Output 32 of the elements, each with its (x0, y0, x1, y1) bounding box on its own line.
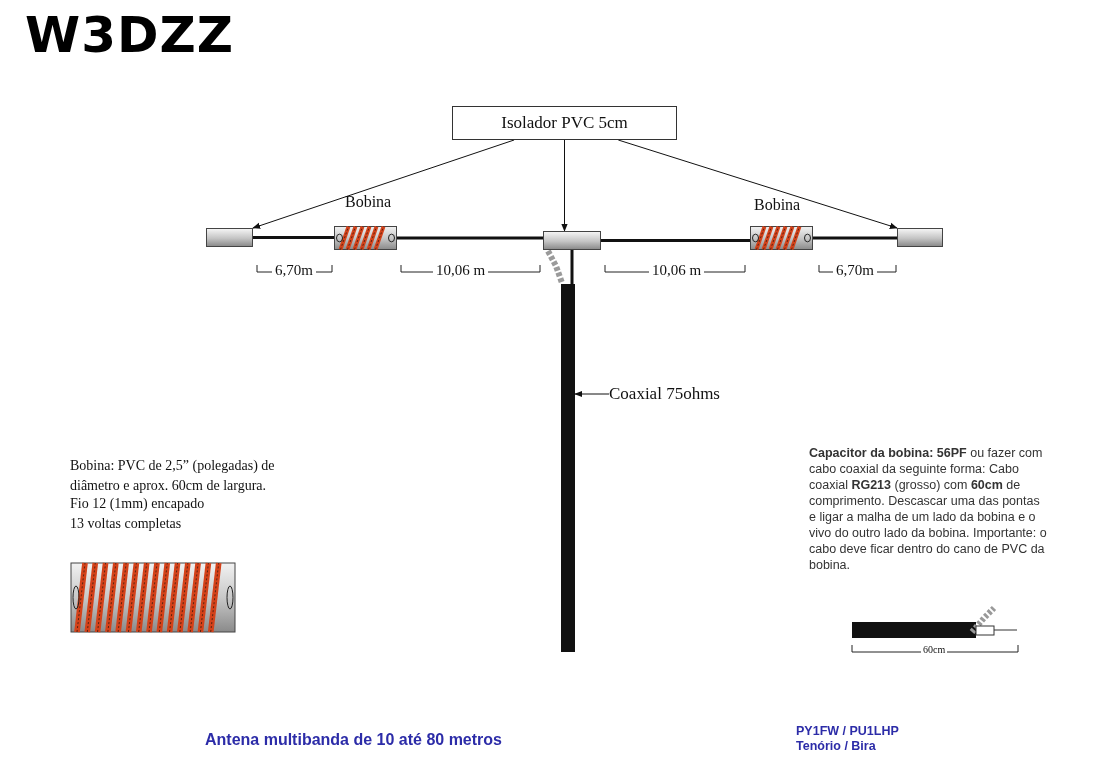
note-text: Capacitor da bobina: 56PF ou fazer com cabo coaxial da seguinte forma: Cabo coaxial RG213 (grosso) com 60cm de comprimento. Descascar uma das pontas e ligar a malha de um lado da bobina e o vivo do outro lado da bobina. Importante: o cabo deve ficar dentro do cano de PVC da bobina. (809, 445, 1048, 573)
coil-drawing (750, 226, 813, 250)
arrow (252, 139, 515, 229)
note-text: 13 voltas completas (70, 516, 182, 532)
arrow (574, 390, 610, 398)
callout-text: Coaxial 75ohms (609, 383, 739, 405)
note-text: Fio 12 (1mm) encapado (70, 496, 205, 512)
dimension-label: 6,70m (833, 262, 877, 279)
note-text: Bobina: PVC de 2,5” (polegadas) de diâmetro e aprox. 60cm de largura. (70, 457, 276, 495)
author-text: Tenório / Bira (796, 739, 876, 753)
title: W3DZZ (25, 6, 234, 64)
insulator-block (206, 228, 253, 247)
dimension-label: 10,06 m (433, 262, 489, 279)
wire (570, 250, 574, 284)
caption: Antena multibanda de 10 até 80 metros (205, 731, 502, 749)
arrow (617, 139, 898, 229)
label-box: Isolador PVC 5cm (452, 106, 677, 140)
arrow (561, 139, 568, 232)
dimension-label: 60cm (921, 644, 948, 655)
insulator-block (543, 231, 601, 250)
dimension-label: 10,06 m (649, 262, 705, 279)
coil-label: Bobina (345, 193, 392, 211)
wire (253, 236, 334, 239)
wire (397, 236, 543, 240)
insulator-block (897, 228, 943, 247)
coaxial-cable (561, 284, 575, 652)
dimension-label: 6,70m (272, 262, 316, 279)
coil-drawing (334, 226, 397, 250)
wire (813, 236, 897, 240)
wire (601, 239, 750, 242)
author-text: PY1FW / PU1LHP (796, 724, 899, 738)
coil-label: Bobina (754, 196, 801, 214)
